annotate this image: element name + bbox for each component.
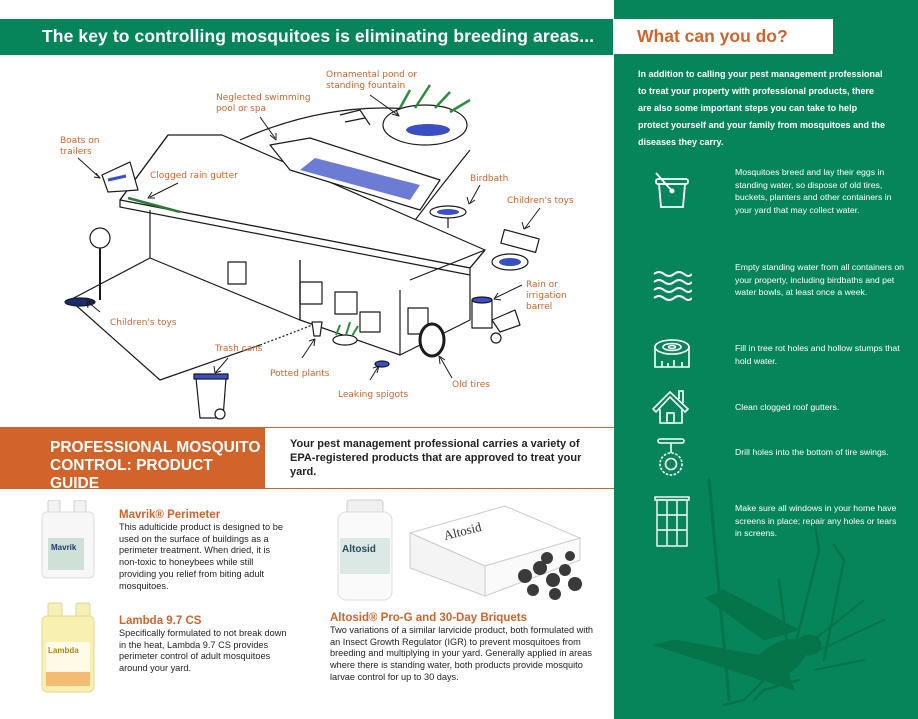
callout-tires: Old tires (452, 380, 490, 390)
product-altosid: Altosid® Pro-G and 30-Day Briquets Two v… (330, 612, 600, 684)
lambda-label: Lambda (48, 646, 79, 655)
toy-pool (500, 228, 540, 254)
callout-boats: Boats on trailers (60, 136, 100, 157)
callout-toys-right: Children's toys (507, 196, 574, 206)
product-name: Mavrik® Perimeter (119, 509, 221, 521)
product-guide-title: PROFESSIONAL MOSQUITO CONTROL: PRODUCT G… (50, 439, 261, 492)
rain-barrel (471, 299, 493, 329)
what-can-you-do-intro: In addition to calling your pest managem… (638, 69, 886, 147)
what-can-you-do-title: What can you do? (637, 26, 788, 46)
old-tire (418, 322, 446, 358)
mavrik-bottle-image: Mavrik (41, 500, 95, 579)
altosid-label: Altosid (342, 544, 376, 555)
what-can-you-do-header: What can you do? (614, 19, 833, 54)
callout-pool: Neglected swimming pool or spa (216, 93, 311, 114)
yard-illustration (64, 84, 541, 420)
callout-trash: Trash cans (215, 344, 263, 354)
altosid-pro-g-image: Altosid (337, 499, 393, 601)
mavrik-label: Mavrik (51, 543, 77, 552)
tip-text: Clean clogged roof gutters. (735, 402, 840, 412)
header-banner: The key to controlling mosquitoes is eli… (0, 19, 613, 55)
window (227, 261, 247, 285)
tip-text: Drill holes into the bottom of tire swin… (735, 447, 889, 457)
potted-plant (311, 321, 323, 337)
product-mavrik: Mavrik® Perimeter This adulticide produc… (119, 509, 289, 592)
lambda-bottle-image: Lambda (41, 602, 95, 693)
product-guide-intro: Your pest management professional carrie… (290, 438, 582, 478)
tip-text: Make sure all windows in your home have … (735, 503, 897, 538)
page-title: The key to controlling mosquitoes is eli… (42, 26, 595, 46)
tip-text: Fill in tree rot holes and hollow stumps… (735, 343, 900, 366)
product-name: Altosid® Pro-G and 30-Day Briquets (330, 612, 527, 624)
callout-pond: Ornamental pond or standing fountain (326, 70, 417, 91)
product-description: Specifically formulated to not break dow… (119, 628, 287, 674)
callout-spigots: Leaking spigots (338, 390, 409, 400)
product-lambda: Lambda 9.7 CS Specifically formulated to… (119, 615, 289, 675)
left-panel: The key to controlling mosquitoes is eli… (0, 19, 614, 693)
product-name: Lambda 9.7 CS (119, 615, 202, 627)
water-waves-icon (653, 271, 692, 301)
product-description: This adulticide product is designed to b… (119, 522, 283, 591)
window-icon (654, 496, 690, 547)
tree-stump-icon (654, 339, 690, 368)
callout-barrel: Rain or irrigation barrel (526, 280, 567, 312)
wheelbarrow (491, 309, 521, 333)
lawn-chair (339, 109, 371, 126)
right-panel: What can you do? In addition to calling … (614, 0, 918, 719)
callout-toys-left: Children's toys (110, 318, 177, 328)
tip-text: Mosquitoes breed and lay their eggs in s… (735, 167, 892, 215)
spigot-puddle (374, 360, 390, 368)
house-icon (652, 390, 690, 424)
callout-plants: Potted plants (270, 369, 330, 379)
yard-outline (239, 107, 421, 141)
product-guide-title-box: PROFESSIONAL MOSQUITO CONTROL: PRODUCT G… (0, 428, 265, 492)
callout-gutter: Clogged rain gutter (150, 171, 238, 181)
tire-swing-icon (657, 438, 685, 476)
altosid-briquets-image: Altosid (408, 505, 582, 600)
callout-birdbath: Birdbath (470, 174, 509, 184)
product-description: Two variations of a similar larvicide pr… (330, 625, 593, 682)
bucket-icon (655, 172, 689, 208)
product-guide-header: PROFESSIONAL MOSQUITO CONTROL: PRODUCT G… (0, 427, 614, 492)
tip-text: Empty standing water from all containers… (735, 262, 905, 297)
mosquito-silhouette (652, 478, 885, 707)
